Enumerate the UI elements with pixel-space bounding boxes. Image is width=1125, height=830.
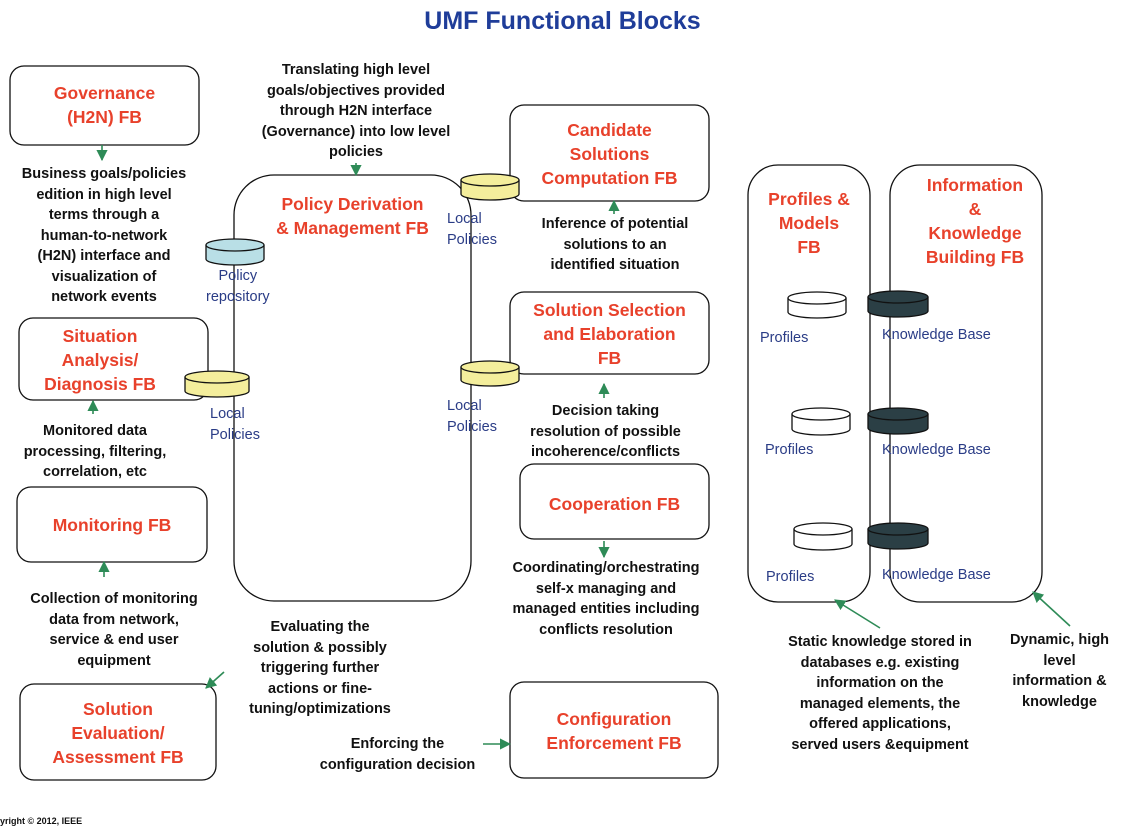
local-policies-label-middle: Local Policies — [447, 398, 497, 435]
solution-selection-label: Solution Selection and Elaboration FB — [533, 300, 686, 368]
translating-description: Translating high level goals/objectives … — [261, 62, 451, 160]
profiles-label-3: Profiles — [766, 569, 815, 585]
policy-repository-db — [205, 238, 265, 266]
knowledge-base-label-1: Knowledge Base — [882, 327, 991, 343]
configuration-box — [509, 681, 719, 779]
policy-repository-label: Policy repository — [206, 268, 270, 305]
knowledge-base-label-3: Knowledge Base — [882, 567, 991, 583]
evaluating-description: Evaluating the solution & possibly trigg… — [249, 619, 391, 717]
profiles-label-2: Profiles — [765, 442, 814, 458]
page-title: UMF Functional Blocks — [424, 7, 701, 35]
local-policies-db-left — [184, 370, 250, 398]
inference-description: Inference of potential solutions to an i… — [541, 216, 689, 273]
solution-evaluation-box — [19, 683, 217, 781]
coordinating-description: Coordinating/orchestrating self-x managi… — [512, 560, 700, 638]
knowledge-base-db-3 — [867, 522, 929, 550]
information-knowledge-box — [889, 164, 1043, 603]
local-policies-label-left: Local Policies — [210, 406, 260, 443]
cooperation-box — [519, 463, 710, 540]
profiles-db-2 — [791, 407, 851, 436]
profiles-models-label: Profiles & Models FB — [768, 189, 850, 257]
enforcing-description: Enforcing the configuration decision — [319, 736, 476, 773]
monitoring-label: Monitoring FB — [52, 515, 172, 535]
profiles-db-3 — [793, 522, 853, 551]
decision-description: Decision taking resolution of possible i… — [530, 403, 681, 460]
static-knowledge-description: Static knowledge stored in databases e.g… — [788, 634, 972, 753]
monitored-description: Monitored data processing, filtering, co… — [23, 423, 167, 480]
cooperation-label: Cooperation FB — [548, 494, 681, 514]
configuration-label: Configuration Enforcement FB — [546, 709, 682, 753]
local-policies-db-top — [460, 173, 520, 201]
knowledge-base-label-2: Knowledge Base — [882, 442, 991, 458]
arrow-evaluating-to-evaluation — [205, 671, 225, 689]
copyright-text: yright © 2012, IEEE — [0, 816, 83, 826]
local-policies-db-middle — [460, 360, 520, 387]
arrow-dynamic — [1032, 591, 1071, 627]
profiles-models-box — [747, 164, 871, 603]
profiles-label-1: Profiles — [760, 330, 809, 346]
dynamic-description: Dynamic, high level information & knowle… — [1009, 632, 1110, 710]
situation-analysis-label: Situation Analysis/ Diagnosis FB — [44, 326, 156, 394]
local-policies-label-top: Local Policies — [447, 211, 497, 248]
governance-box — [9, 65, 200, 146]
governance-label: Governance (H2N) FB — [53, 83, 156, 127]
knowledge-base-db-1 — [867, 290, 929, 318]
business-goals-description: Business goals/policies edition in high … — [21, 166, 187, 305]
policy-derivation-label: Policy Derivation & Management FB — [276, 194, 429, 238]
knowledge-base-db-2 — [867, 407, 929, 435]
solution-evaluation-label: Solution Evaluation/ Assessment FB — [52, 699, 184, 767]
solution-selection-box — [509, 291, 710, 375]
monitoring-box — [16, 486, 208, 563]
candidate-solutions-label: Candidate Solutions Computation FB — [541, 120, 678, 188]
profiles-db-1 — [787, 291, 847, 319]
information-knowledge-label: Information & Knowledge Building FB — [925, 175, 1025, 267]
arrow-static-knowledge — [834, 599, 881, 629]
situation-analysis-box — [18, 317, 209, 401]
collection-description: Collection of monitoring data from netwo… — [30, 591, 198, 669]
